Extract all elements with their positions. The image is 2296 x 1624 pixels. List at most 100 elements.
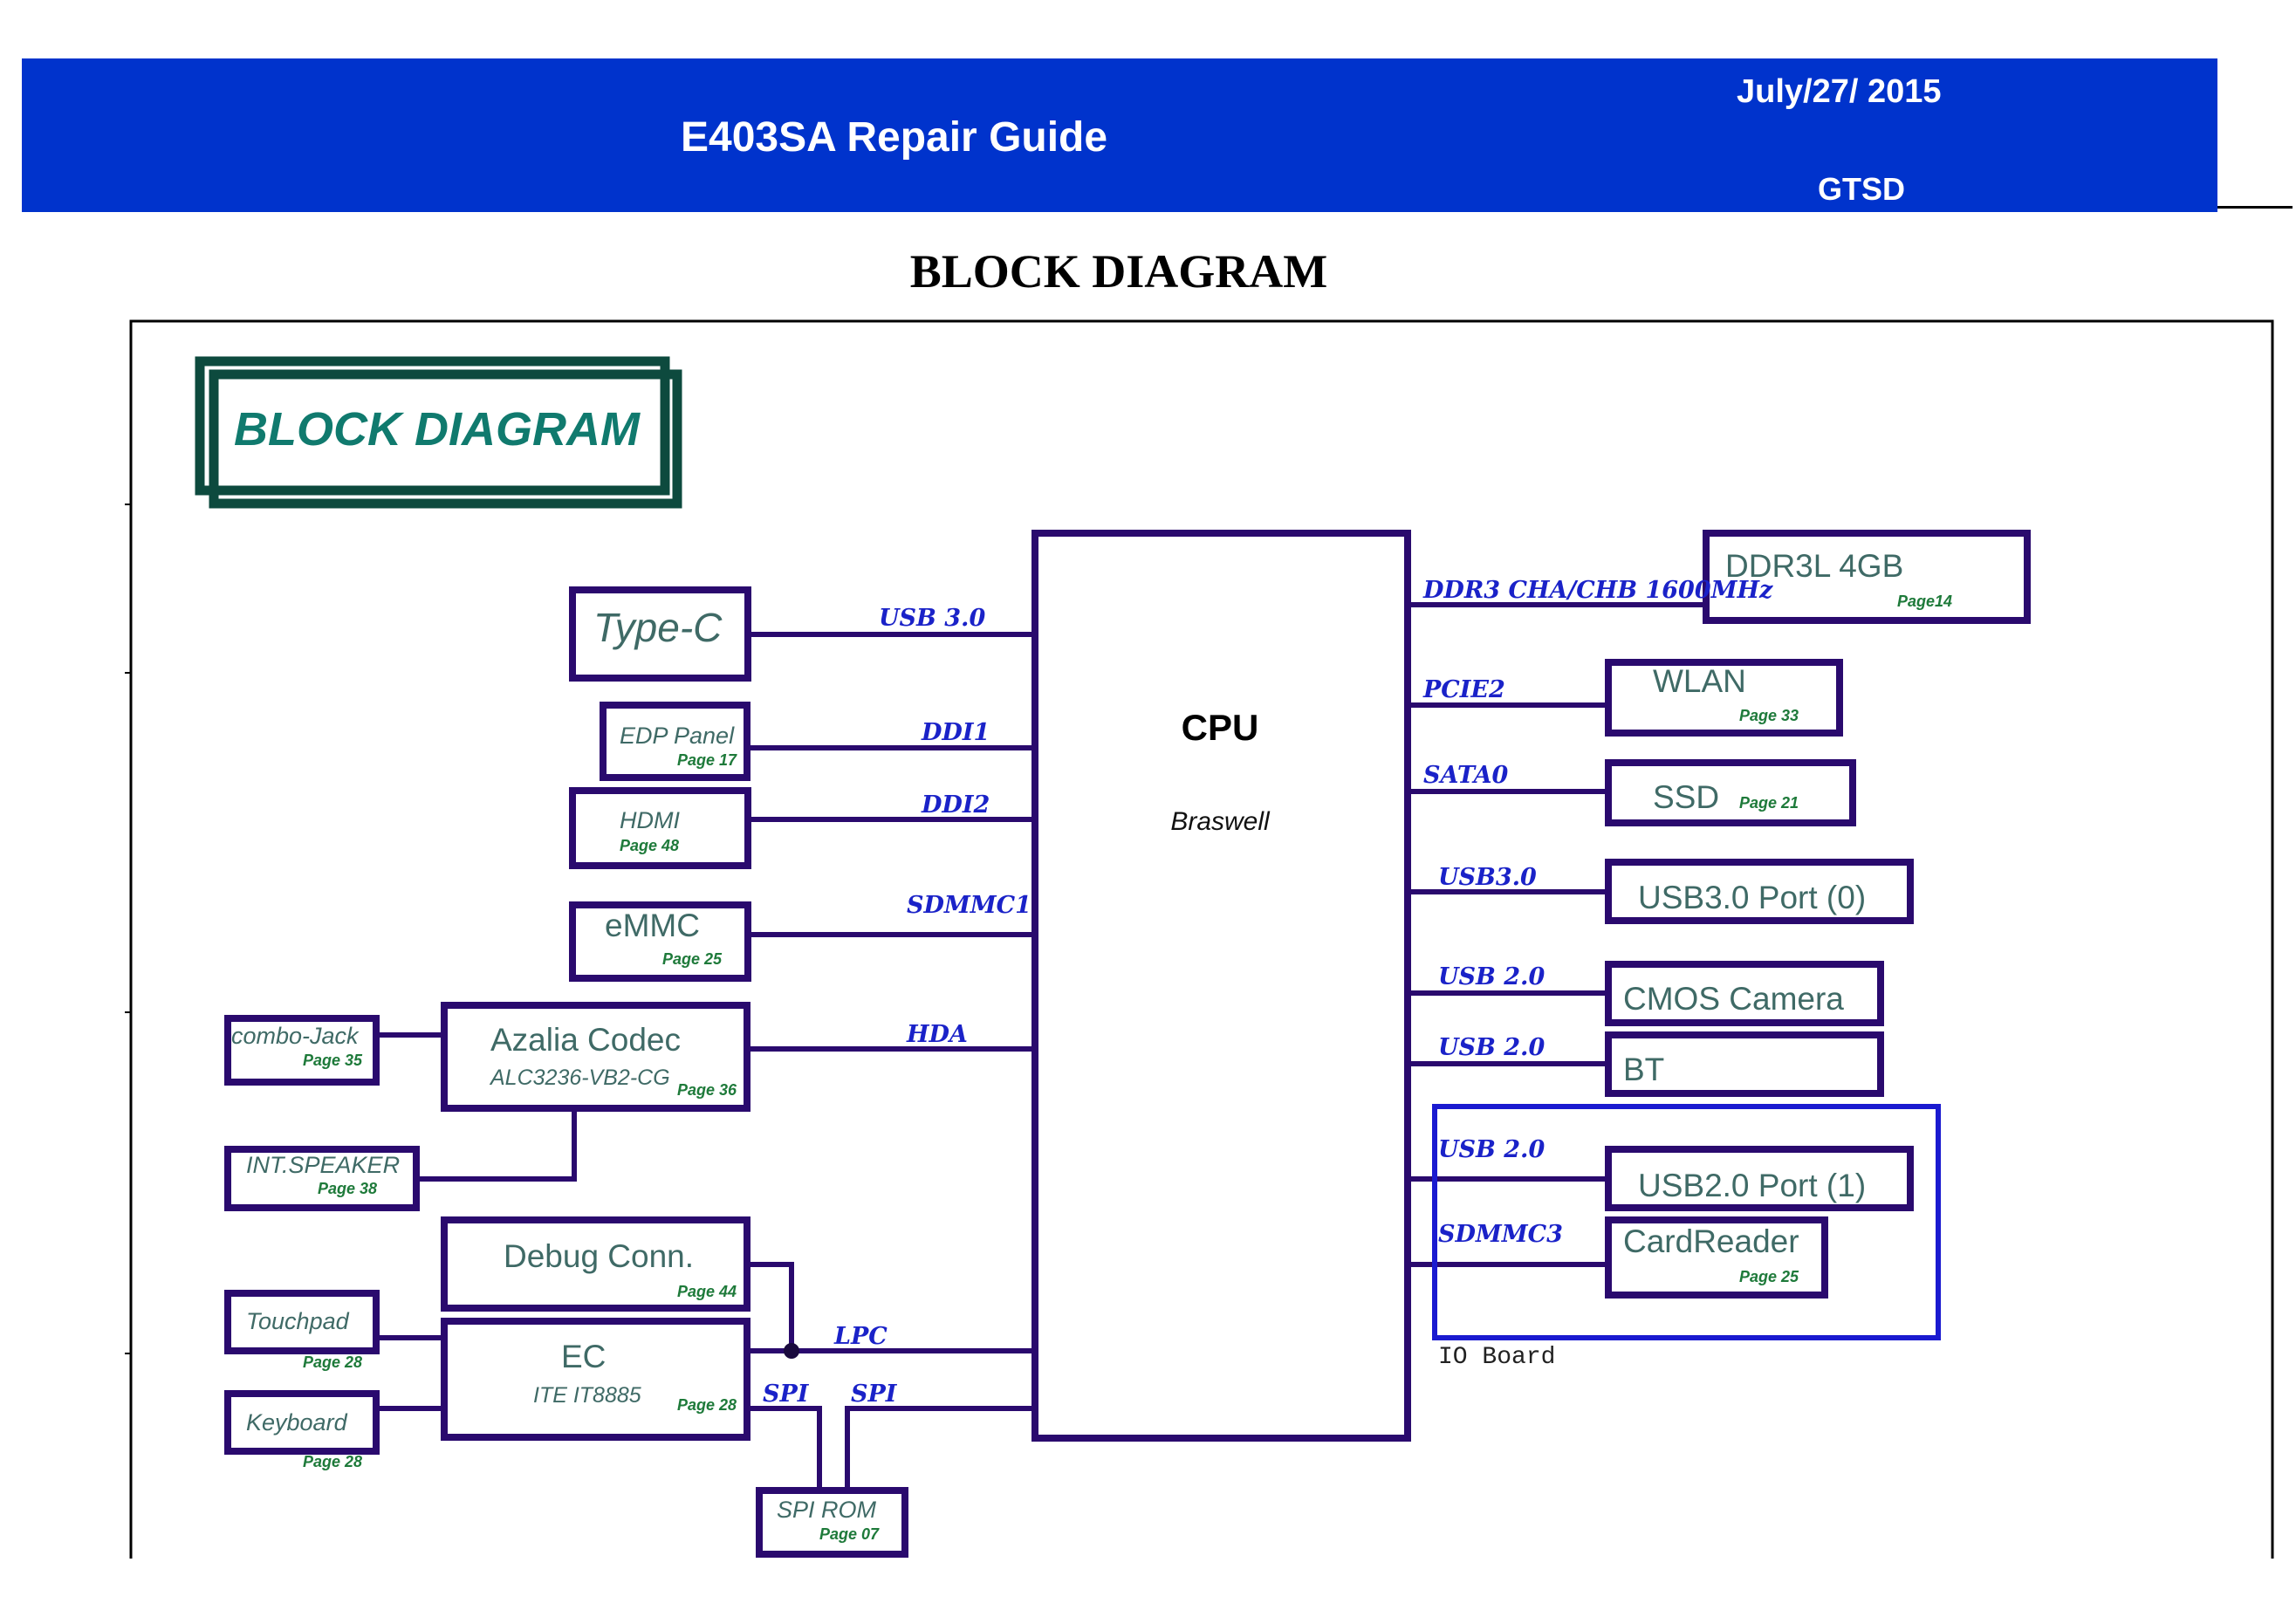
node-box [441,1002,750,1112]
node-label: HDMI [620,807,680,833]
node-box [224,1146,420,1211]
node-label: DDR3L 4GB [1725,548,1903,584]
node-label: CMOS Camera [1623,981,1844,1017]
node-label: SSD [1653,779,1719,815]
node-hdmi[interactable]: HDMI Page 48 [569,787,751,869]
node-box [1703,530,2031,624]
node-page-ref: Page 28 [677,1396,737,1414]
bus-line-ec-spi-rom [748,1406,822,1490]
header-band [22,58,2217,212]
bus-label: USB 3.0 [879,605,985,632]
node-box [569,787,751,869]
node-page-ref: Page 38 [318,1180,377,1197]
cpu-sublabel: Braswell [1170,807,1271,836]
node-box [569,901,751,982]
node-box [756,1487,908,1558]
node-page-ref: Page 25 [1739,1268,1799,1285]
badge-title: BLOCK DIAGRAM [234,403,641,456]
node-page-ref: Page 33 [1739,707,1799,724]
node-sublabel: ITE IT8885 [533,1383,641,1408]
node-box [1605,1146,1914,1211]
node-box [1605,759,1856,826]
node-page-ref: Page 48 [620,837,679,854]
bus-label: USB 2.0 [1438,1034,1545,1061]
cpu-block[interactable]: CPU Braswell [1031,530,1411,1442]
node-label: SPI ROM [777,1497,877,1523]
node-bt[interactable]: BT [1605,1031,1884,1097]
node-ddr3l[interactable]: DDR3L 4GB Page14 [1703,530,2031,624]
io-board-label: IO Board [1438,1344,1555,1371]
bus-label: DDI1 [921,719,990,746]
node-label: USB3.0 Port (0) [1638,880,1866,915]
bus-line-azalia-codec-int-speaker [416,1108,577,1182]
node-label: USB2.0 Port (1) [1638,1168,1866,1203]
node-label: CardReader [1623,1223,1799,1259]
node-label: Touchpad [246,1308,350,1334]
node-label: Type-C [593,605,723,650]
node-box [1605,659,1843,737]
node-box [1605,1216,1828,1299]
node-usb20-port[interactable]: USB2.0 Port (1) [1605,1146,1914,1211]
cpu-label: CPU [1182,707,1259,748]
node-page-ref: Page 28 [303,1353,362,1371]
bus-label: DDI2 [921,791,990,819]
node-label: EDP Panel [620,723,735,749]
node-usb30-port[interactable]: USB3.0 Port (0) [1605,859,1914,924]
node-page-ref: Page 17 [677,751,737,769]
node-sublabel: ALC3236-VB2-CG [489,1066,670,1090]
node-label: combo-Jack [231,1023,360,1049]
bus-label: PCIE2 [1422,676,1505,703]
node-page-ref: Page14 [1897,593,1952,610]
node-box [1605,859,1914,924]
margin-ticks [125,504,131,1354]
node-type-c[interactable]: Type-C [569,586,751,682]
block-diagram-badge: BLOCK DIAGRAM [195,356,682,509]
node-page-ref: Page 36 [677,1081,737,1099]
node-label: BT [1623,1052,1664,1087]
node-label: Debug Conn. [504,1238,694,1274]
node-box [1605,961,1884,1026]
node-page-ref: Page 28 [303,1453,362,1470]
junction-dot [784,1343,799,1359]
document-title: E403SA Repair Guide [681,114,1108,161]
header-rule [2217,206,2293,209]
bus-line-debug-conn-ec-cpu-lpc [748,1262,794,1351]
node-label: Keyboard [246,1409,348,1436]
bus-label: LPC [833,1323,888,1350]
io-board-group [1432,1104,1941,1340]
node-page-ref: Page 44 [677,1283,737,1300]
node-spi-rom[interactable]: SPI ROM Page 07 [756,1487,908,1558]
node-box [224,1015,380,1086]
node-box [441,1318,750,1441]
node-emmc[interactable]: eMMC Page 25 [569,901,751,982]
node-cmos-camera[interactable]: CMOS Camera [1605,961,1884,1026]
node-box [1605,1031,1884,1097]
node-label: EC [561,1339,606,1374]
node-box [569,586,751,682]
node-page-ref: Page 07 [819,1525,880,1543]
node-box [600,702,750,781]
bus-label: DDR3 CHA/CHB 1600MHz [1422,577,1773,604]
bus-label: SPI [763,1381,810,1408]
bus-label: USB 2.0 [1438,963,1545,990]
page-title: BLOCK DIAGRAM [909,245,1328,298]
bus-label: SATA0 [1423,762,1509,789]
node-label: eMMC [605,908,700,943]
node-page-ref: Page 25 [662,950,723,968]
node-debug-conn[interactable]: Debug Conn. Page 44 [441,1216,750,1312]
node-box [224,1290,380,1354]
node-label: Azalia Codec [490,1022,681,1058]
